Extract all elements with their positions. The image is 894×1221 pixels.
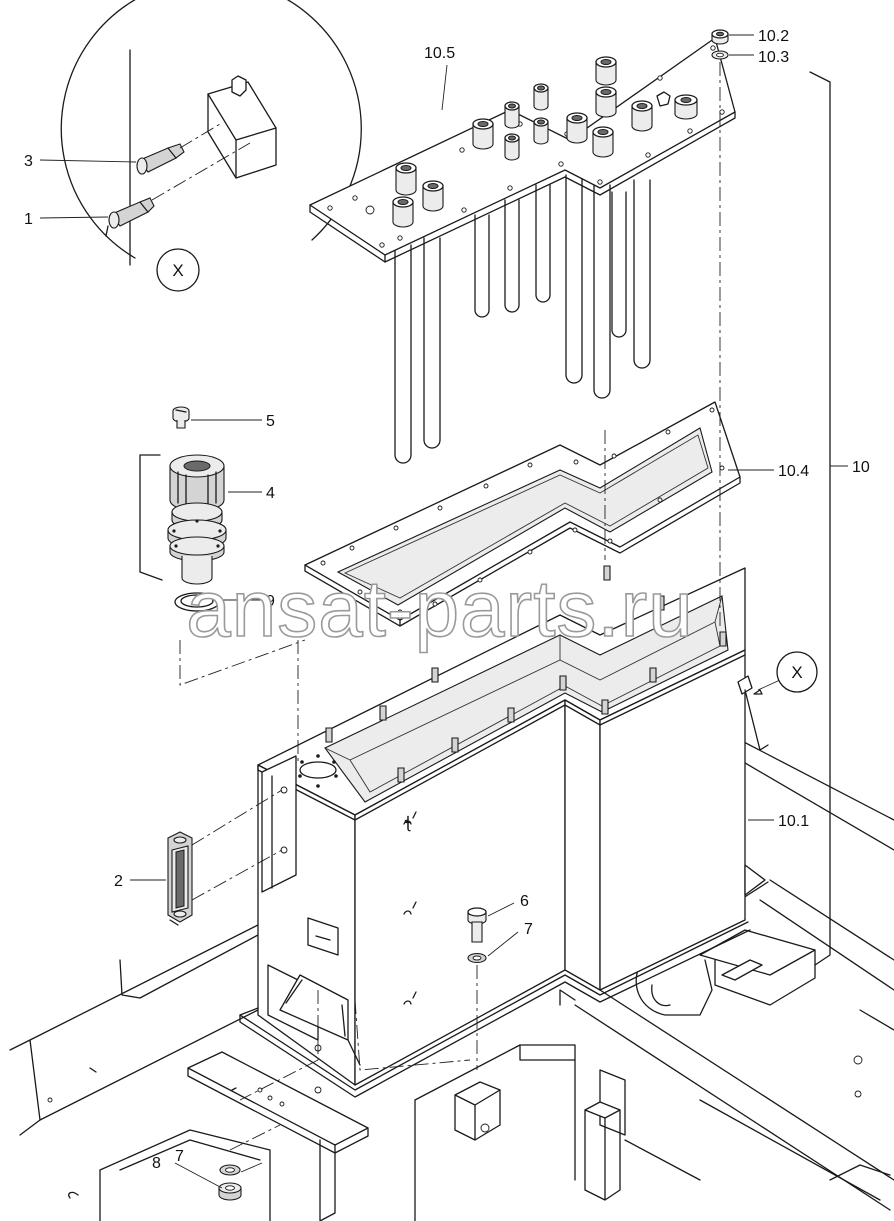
- mounting-foot-plate: [187, 1051, 369, 1221]
- svg-text:X: X: [172, 261, 183, 280]
- callout-10-1: 10.1: [778, 813, 809, 830]
- part-5-screw: [172, 406, 190, 429]
- part-10-2-nut: [711, 29, 729, 45]
- callout-9: 9: [266, 593, 275, 610]
- callout-6: 6: [520, 893, 529, 910]
- part-1-switch: [105, 142, 251, 237]
- detail-reference-x: X: [753, 651, 818, 695]
- callout-8: 8: [152, 1155, 161, 1172]
- callout-labels: 3 1 2 5 4 9 6 7 7 8 10.5 10.2 10.3 10.4 …: [24, 28, 870, 1172]
- background-frame: [9, 739, 894, 1221]
- detail-view-x: X: [60, 0, 362, 292]
- part-7-washer-upper: [467, 952, 487, 964]
- callout-10: 10: [852, 459, 870, 476]
- part-7-washer-lower: [219, 1164, 241, 1176]
- callout-5: 5: [266, 413, 275, 430]
- tank-studs: [325, 565, 727, 783]
- cover-terminals: [392, 56, 698, 228]
- part-2-sight-gauge: [167, 831, 193, 926]
- watermark: ansat-parts.ru: [186, 564, 694, 653]
- callout-3: 3: [24, 153, 33, 170]
- part-4-filler-cap: [139, 454, 227, 585]
- assembly-centerlines: [229, 62, 721, 1151]
- part-9-seal-ring: [174, 592, 220, 612]
- callout-10-5: 10.5: [424, 45, 455, 62]
- part-10-4-gasket: [304, 401, 741, 627]
- callout-10-4: 10.4: [778, 463, 809, 480]
- part-10-3-washer: [711, 50, 729, 60]
- part-10-1-tank: ꞎ: [239, 565, 769, 1098]
- callout-7-lower: 7: [175, 1148, 184, 1165]
- part-10-bracket: [809, 71, 831, 966]
- leader-lines: [39, 34, 848, 1189]
- callout-7-upper: 7: [524, 921, 533, 938]
- callout-4: 4: [266, 485, 275, 502]
- callout-10-3: 10.3: [758, 49, 789, 66]
- callout-10-2: 10.2: [758, 28, 789, 45]
- part-8-nut: [218, 1182, 242, 1201]
- part-6-bolt: [467, 907, 487, 943]
- callout-2: 2: [114, 873, 123, 890]
- callout-1: 1: [24, 211, 33, 228]
- svg-text:X: X: [791, 663, 802, 682]
- gasket-holes: [320, 407, 725, 615]
- part-10-5-top-cover: [309, 37, 736, 464]
- part-3-switch: [136, 123, 221, 175]
- detail-view-label: X: [156, 248, 200, 292]
- svg-text:ꞎ: ꞎ: [404, 815, 412, 832]
